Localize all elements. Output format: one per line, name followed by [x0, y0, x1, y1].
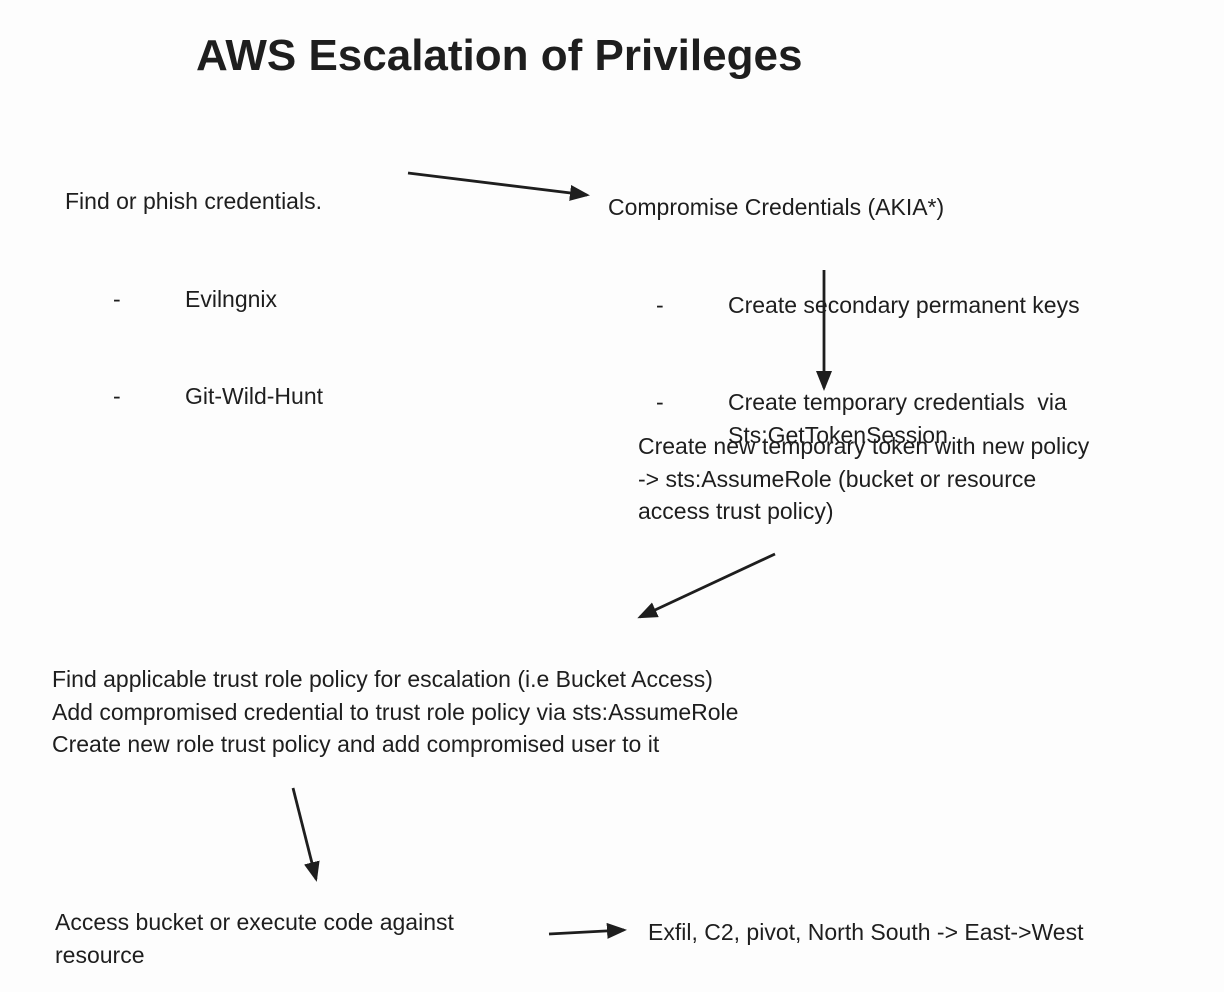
bullet-dash: -	[656, 291, 664, 318]
bullet-item: - Create secondary permanent keys	[608, 289, 1080, 322]
node-access-bucket: Access bucket or execute code against re…	[55, 909, 454, 968]
bullet-item: - Evilngnix	[65, 283, 323, 316]
node-heading: Find or phish credentials.	[65, 188, 322, 214]
node-trust-role-policy: Find applicable trust role policy for es…	[52, 666, 739, 757]
node-compromise-credentials: Compromise Credentials (AKIA*) - Create …	[608, 126, 1080, 516]
bullet-text: Create secondary permanent keys	[728, 291, 1080, 318]
bullet-item: - Create temporary credentials via Sts:G…	[608, 386, 1080, 451]
arrow-token-to-trust	[637, 552, 776, 619]
arrow-trust-to-access	[291, 787, 320, 882]
bullet-item: - Git-Wild-Hunt	[65, 380, 323, 413]
node-exfil-pivot: Exfil, C2, pivot, North South -> East->W…	[648, 919, 1084, 945]
bullet-text: Evilngnix	[185, 285, 278, 312]
slide-title: AWS Escalation of Privileges	[196, 31, 803, 80]
node-heading: Compromise Credentials (AKIA*)	[608, 194, 945, 220]
bullet-text: Create temporary credentials via Sts:Get…	[728, 389, 1067, 448]
bullet-dash: -	[656, 389, 664, 415]
node-find-credentials: Find or phish credentials. - Evilngnix -…	[65, 120, 323, 478]
bullet-text: Git-Wild-Hunt	[185, 383, 324, 409]
bullet-dash: -	[113, 285, 121, 312]
node-create-temporary-token: Create new temporary token with new poli…	[638, 433, 1090, 524]
arrow-access-to-exfil	[548, 922, 627, 939]
arrow-find-to-compromise	[407, 171, 590, 201]
bullet-dash: -	[113, 383, 121, 409]
